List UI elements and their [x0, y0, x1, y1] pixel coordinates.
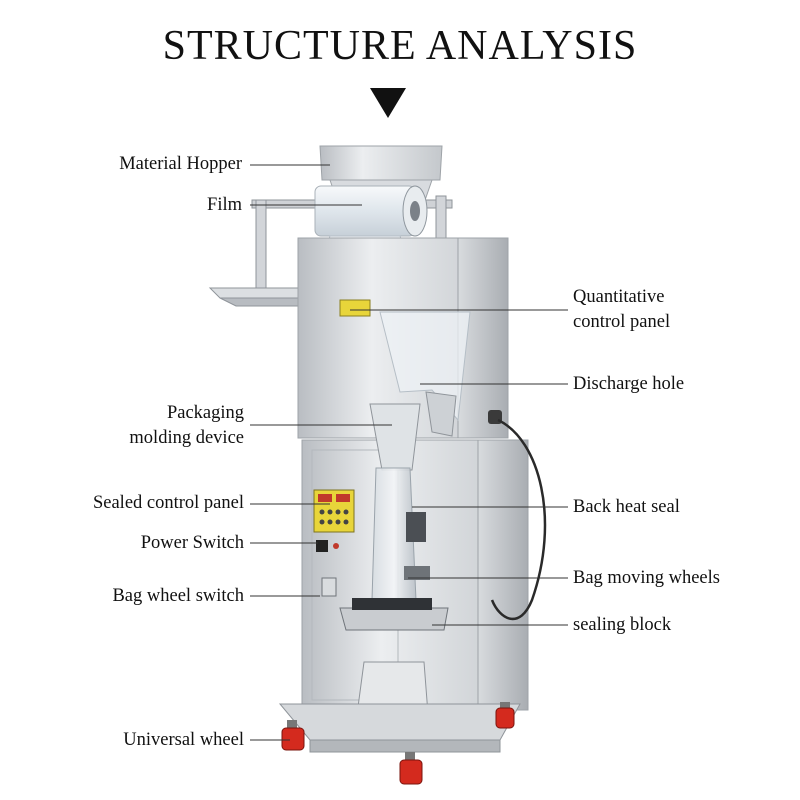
- packaging-molding-device: [369, 403, 421, 471]
- label-back-heat-seal: Back heat seal: [573, 497, 680, 517]
- bag-wheel-switch: [321, 577, 337, 597]
- label-film: Film: [207, 195, 242, 215]
- label-quantitative-control-panel: Quantitative control panel: [573, 285, 670, 335]
- label-packaging-molding-device: Packaging molding device: [129, 401, 244, 451]
- label-discharge-hole: Discharge hole: [573, 374, 685, 394]
- label-sealing-block: sealing block: [573, 615, 672, 635]
- label-packaging-molding-device-line1: Packaging: [166, 403, 244, 423]
- page-title: STRUCTURE ANALYSIS: [162, 23, 638, 69]
- label-packaging-molding-device-line2: molding device: [129, 428, 244, 448]
- quantitative-control-panel: [339, 299, 371, 317]
- label-bag-moving-wheels: Bag moving wheels: [573, 568, 720, 588]
- bag-moving-wheels: [404, 566, 430, 580]
- label-quantitative-control-panel-line2: control panel: [573, 312, 671, 332]
- label-power-switch: Power Switch: [140, 533, 244, 553]
- label-sealed-control-panel: Sealed control panel: [92, 493, 244, 513]
- upper-body: [297, 237, 509, 439]
- label-bag-wheel-switch: Bag wheel switch: [112, 586, 244, 606]
- power-switch: [316, 540, 328, 552]
- down-arrow-icon: [370, 88, 406, 118]
- label-universal-wheel: Universal wheel: [123, 730, 244, 750]
- discharge-hole: [425, 391, 457, 437]
- universal-wheels: [281, 702, 515, 785]
- sealing-block: [339, 607, 449, 631]
- label-quantitative-control-panel-line1: Quantitative: [573, 287, 665, 307]
- back-heat-seal: [406, 512, 426, 542]
- label-material-hopper: Material Hopper: [119, 154, 242, 174]
- lower-body: [301, 391, 547, 741]
- machine-base: [278, 703, 521, 753]
